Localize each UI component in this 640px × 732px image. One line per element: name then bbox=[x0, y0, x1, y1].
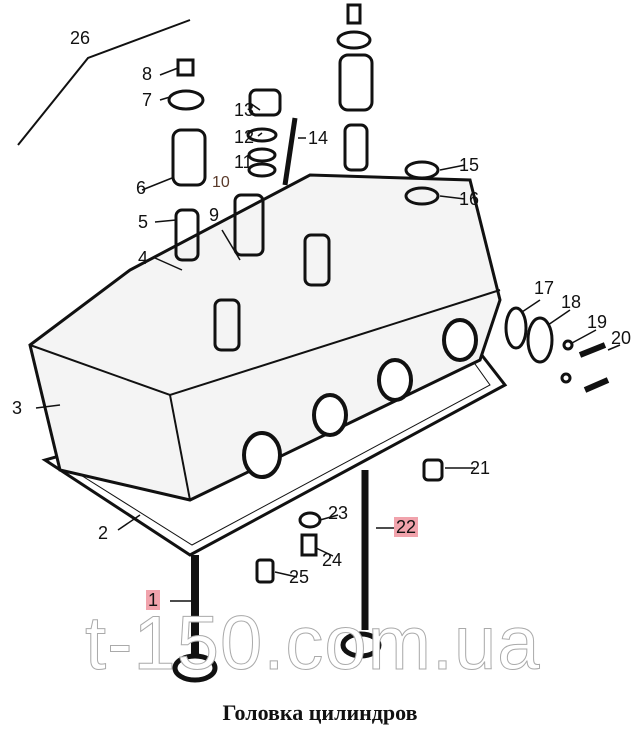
head-corner-edge bbox=[169, 394, 191, 501]
valve-1 bbox=[172, 555, 218, 683]
callout-23: 23 bbox=[328, 503, 349, 523]
callout-10: 10 bbox=[212, 174, 230, 191]
watermark: t-150.com.ua bbox=[85, 601, 541, 687]
valve-22 bbox=[340, 470, 382, 659]
port-openings bbox=[242, 318, 478, 479]
callout-1-highlighted: 1 bbox=[146, 590, 161, 610]
callout-14: 14 bbox=[308, 128, 329, 148]
callout-8: 8 bbox=[142, 64, 153, 84]
cover-outline bbox=[17, 19, 191, 146]
callout-18: 18 bbox=[561, 292, 582, 312]
cylinder-head-body bbox=[28, 173, 502, 502]
callout-6: 6 bbox=[136, 178, 147, 198]
callout-7: 7 bbox=[142, 90, 153, 110]
callout-22-highlighted: 22 bbox=[394, 517, 419, 537]
callout-9: 9 bbox=[209, 205, 220, 225]
callout-2: 2 bbox=[98, 523, 109, 543]
callout-11: 11 bbox=[234, 152, 253, 172]
callout-15: 15 bbox=[459, 155, 480, 175]
callout-16: 16 bbox=[459, 189, 480, 209]
callout-19: 19 bbox=[587, 312, 608, 332]
callout-26: 26 bbox=[70, 28, 91, 48]
callout-12: 12 bbox=[234, 127, 255, 147]
valve-springs bbox=[171, 53, 374, 352]
callout-17: 17 bbox=[534, 278, 555, 298]
leader-lines bbox=[35, 67, 621, 602]
callout-21: 21 bbox=[470, 458, 491, 478]
callout-5: 5 bbox=[138, 212, 149, 232]
callout-24: 24 bbox=[322, 550, 343, 570]
small-parts bbox=[167, 3, 610, 584]
callout-4: 4 bbox=[138, 248, 149, 268]
callout-25: 25 bbox=[289, 567, 310, 587]
diagram-caption: Головка цилиндров bbox=[222, 700, 418, 725]
callout-13: 13 bbox=[234, 100, 255, 120]
callout-3: 3 bbox=[12, 398, 23, 418]
callout-20: 20 bbox=[611, 328, 632, 348]
